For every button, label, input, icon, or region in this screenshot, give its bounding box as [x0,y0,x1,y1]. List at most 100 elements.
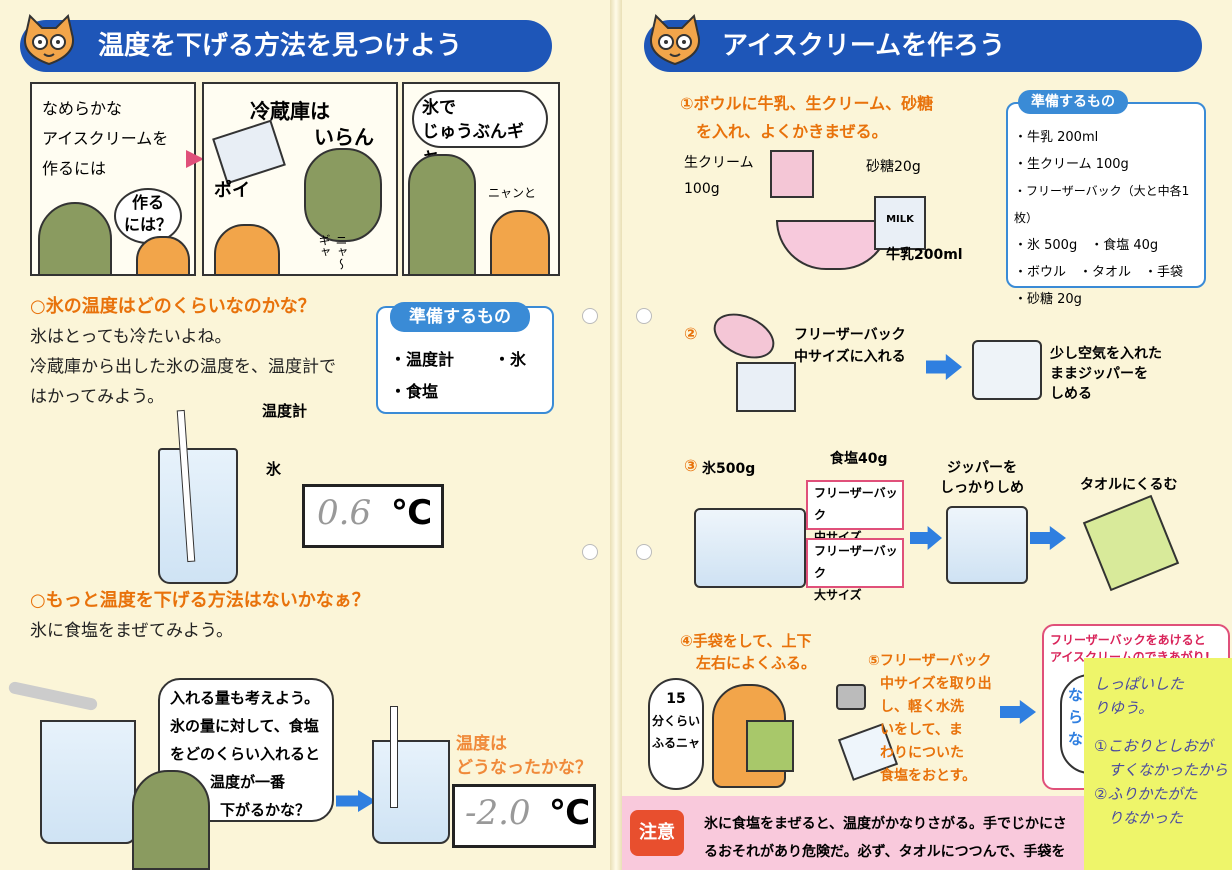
bowl-illustration [706,304,782,368]
handwritten-line: すくなかったから [1108,761,1229,779]
prep-item: ・ボウル ・タオル ・手袋 [1014,265,1184,280]
cat-illustration [408,154,476,274]
thermometer-illustration [390,706,398,808]
step-line: わりについた [880,745,964,761]
label-milk: 牛乳200ml [886,247,963,263]
temperature-reading-box: 0.6 ℃ [302,484,444,548]
sound-effect: ニャンと [488,186,537,200]
step-2-after-text: 少し空気を入れた ままジッパーを しめる [1050,344,1162,404]
bubble-line: 15 [666,691,686,707]
faucet-illustration [836,684,866,710]
step-line: しめる [1050,386,1092,402]
prep-list-title: 準備するもの [1018,90,1128,114]
prep-item: ・温度計 [390,350,455,369]
comic-text: 作るには [42,159,107,178]
step-1-text: ①ボウルに牛乳、生クリーム、砂糖 を入れ、よくかきまぜる。 [680,90,933,146]
temperature-value: 0.6 [317,493,372,533]
sticky-note-text: しっぱいした りゆう。 ①こおりとしおが すくなかったから ②ふりかたがた りな… [1094,672,1228,830]
handwritten-line: しっぱいした [1094,675,1185,693]
label-line: フリーザーバック [814,544,898,580]
comic-text: なめらかな [42,99,123,118]
step-2-text: フリーザーバック 中サイズに入れる [794,324,906,368]
bowl-illustration [776,220,890,270]
step-line: 少し空気を入れた [1050,346,1162,362]
handwritten-line: りなかった [1108,809,1184,827]
step-line: ジッパーを [947,460,1017,476]
left-title: 温度を下げる方法を見つけよう [98,31,463,61]
prep-item: ・食塩 [390,382,439,401]
binder-hole [582,544,598,560]
left-page: 温度を下げる方法を見つけよう なめらかな アイスクリームを 作るには 作る には… [0,0,610,870]
comic-text: いらん [314,125,374,149]
label-bag-large: フリーザーバック 大サイズ [806,538,904,602]
label-thermometer: 温度計 [262,402,308,420]
question-body: 氷に食塩をまぜてみよう。 [30,621,233,641]
sealed-bag-illustration [946,506,1028,584]
glass-of-ice-illustration [372,740,450,844]
sticky-note: しっぱいした りゆう。 ①こおりとしおが すくなかったから ②ふりかたがた りな… [1084,658,1232,870]
right-title: アイスクリームを作ろう [722,31,1006,61]
prep-item: ・牛乳 200ml [1014,130,1099,145]
handwritten-line: ②ふりかたがた [1094,785,1198,803]
body-line: 冷蔵庫から出した氷の温度を、温度計で [30,357,336,377]
cream-carton-illustration [770,150,814,198]
label-ice: 氷500g [702,461,756,477]
step-line: を入れ、よくかきまぜる。 [696,122,888,141]
done-line: フリーザーバックをあけると [1050,633,1206,647]
milk-carton-illustration: MILK [874,196,926,250]
page-spine [610,0,622,870]
sound-effect: ポイ [214,180,250,201]
towel-illustration [1082,494,1180,592]
prep-items: ・牛乳 200ml ・生クリーム 100g ・フリーザーバック（大と中各1枚） … [1014,124,1204,313]
temperature-unit: ℃ [391,493,433,533]
step-line: 食塩をおとす。 [880,768,977,784]
cat-face-icon [24,14,74,66]
body-line: 氷はとっても冷たいよね。 [30,327,232,347]
step-line: し、軽く水洗 [880,699,964,715]
towel-illustration [746,720,794,772]
prep-list-box: 準備するもの ・温度計 ・氷 ・食塩 [376,302,554,414]
sound-effect: ニャ〜ギャ [317,234,348,270]
label-cream: 生クリーム 100g [684,150,754,202]
comic-panel-1: なめらかな アイスクリームを 作るには 作る には？ [30,82,196,276]
temperature-value: -2.0 [465,793,531,833]
result-line: どうなったかな？ [456,758,592,778]
step-line: 中サイズを取り出 [880,676,992,692]
prep-list-title: 準備するもの [390,302,530,332]
step-3-number: ③ [684,456,698,475]
done-bubble-line: な [1068,730,1084,748]
label-bag-medium: フリーザーバック 中サイズ [806,480,904,544]
bubble-line: 氷の量に対して、食塩 [170,717,319,735]
freezer-bag-illustration [736,362,796,412]
binder-hole [636,544,652,560]
left-title-banner: 温度を下げる方法を見つけよう [20,20,552,72]
cat-illustration [214,224,280,274]
label-salt: 食塩40g [830,451,888,467]
comic-panel-2: 冷蔵庫は いらん ポイ ニャ〜ギャ [202,82,398,276]
arrow-right-icon [1030,526,1066,550]
step-line: ④手袋をして、上下 [680,632,812,650]
cat-illustration [38,202,112,274]
arrow-right-icon [926,354,962,380]
prep-item: ・砂糖 20g [1014,292,1082,307]
handwritten-line: りゆう。 [1094,699,1154,717]
step-line: いをして、ま [880,722,963,738]
cat-illustration [136,236,190,274]
step-line: フリーザーバック [794,327,906,343]
large-bag-illustration [694,508,806,588]
label-text: 生クリーム [684,155,754,171]
label-line: フリーザーバック [814,486,898,522]
cat-illustration [490,210,550,274]
label-text: 100g [684,181,720,197]
prep-item: ・フリーザーバック（大と中各1枚） [1014,184,1190,225]
spoon-illustration [7,680,99,712]
caution-text: 氷に食塩をまぜると、温度がかなりさがる。手でじかにさ るおそれがあり危険だ。必ず… [704,810,1067,866]
step-4-text: ④手袋をして、上下 左右によくふる。 [680,630,816,674]
label-ice: 氷 [266,460,282,478]
cat-illustration [132,770,210,870]
comic-text: 冷蔵庫は [250,99,330,123]
step-line: 左右によくふる。 [696,654,817,672]
bubble-line: 温度が一番 [210,773,286,791]
cat-face-icon [650,14,700,66]
caution-line: 氷に食塩をまぜると、温度がかなりさがる。手でじかにさ [704,816,1067,832]
